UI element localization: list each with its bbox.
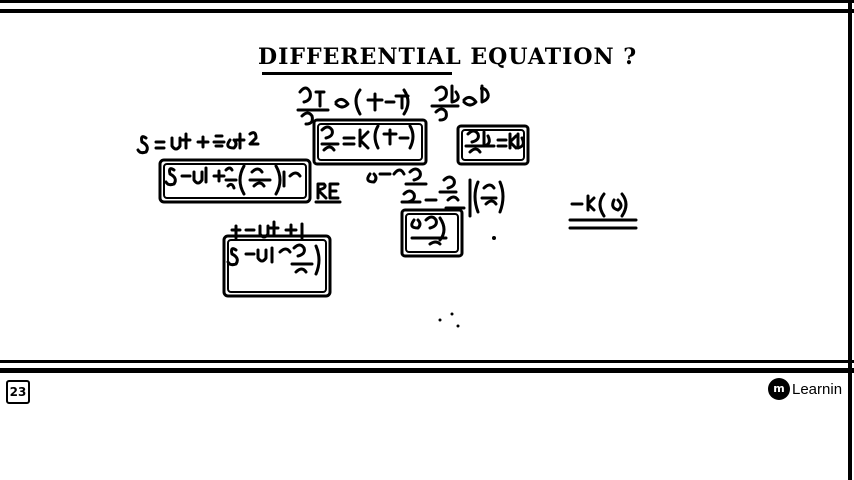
board-title: DIFFERENTIAL EQUATION ? (258, 44, 638, 70)
title-underline (262, 72, 452, 75)
right-frame-edge (848, 0, 852, 480)
board-divider (0, 360, 854, 373)
logo-text: Learnin (792, 380, 843, 398)
handwritten-equations (136, 84, 638, 328)
logo-mark-icon: m (768, 378, 790, 400)
corner-badge-icon: 23 (6, 380, 30, 404)
equation-dP-dt-proportional (430, 84, 490, 122)
equation-dT-dt-proportional (296, 86, 410, 126)
brand-logo: m Learnin (768, 378, 842, 400)
top-frame-border (0, 0, 854, 13)
whiteboard-area: DIFFERENTIAL EQUATION ? (0, 14, 854, 360)
equation-s-equals-ut (136, 131, 260, 155)
